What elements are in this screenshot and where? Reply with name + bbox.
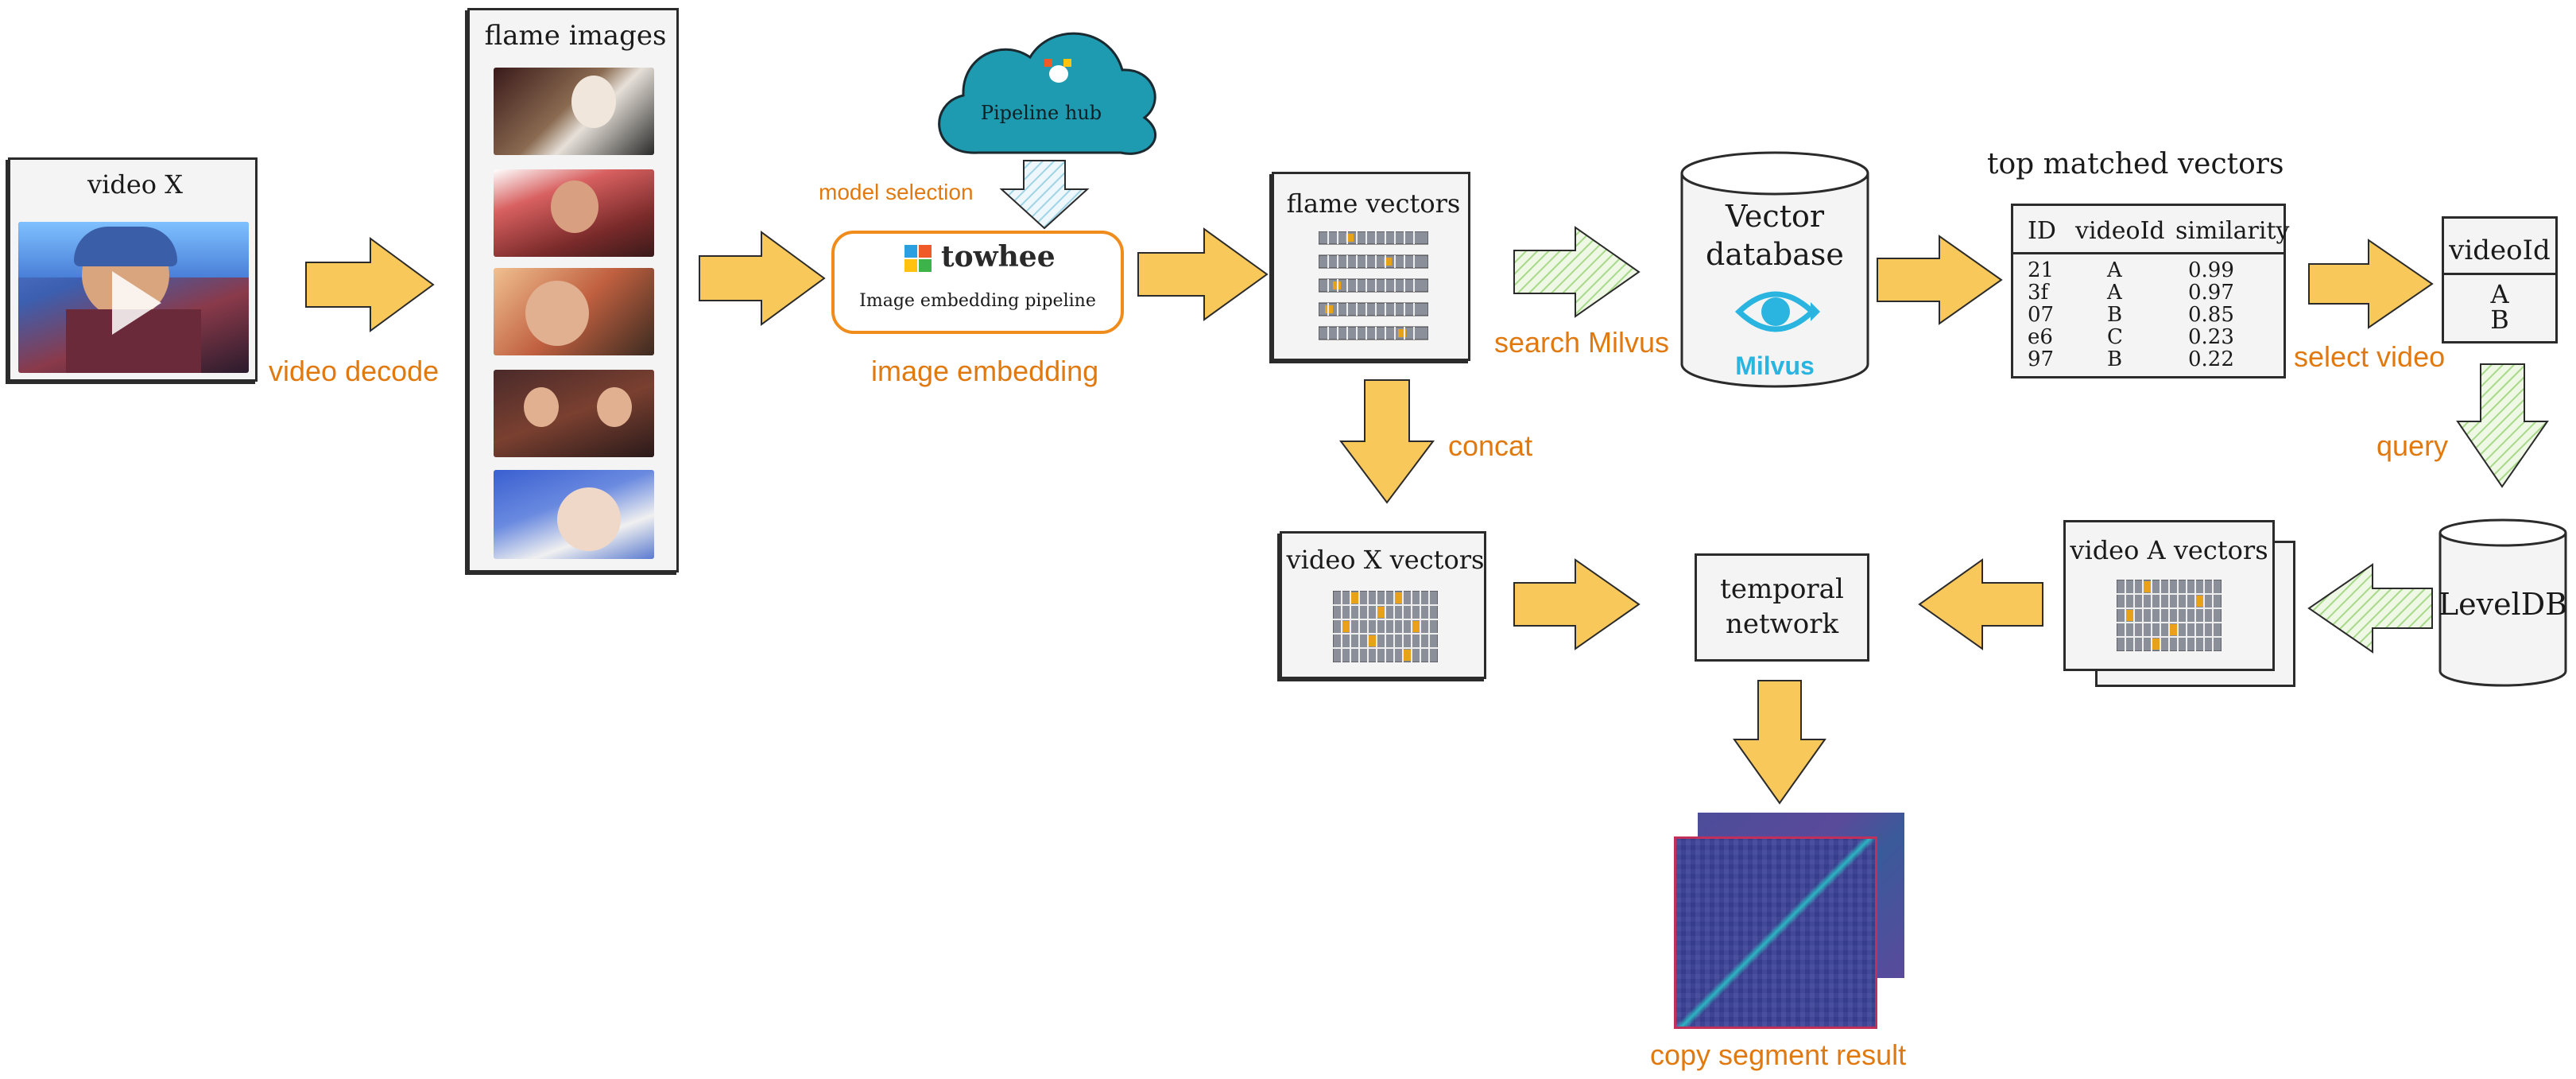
temporal-network-box: temporal network	[1695, 553, 1869, 662]
vector-database-cylinder	[1680, 151, 1869, 388]
video-a-vectors-panel: video A vectors	[2063, 520, 2275, 671]
video-x-title: video X	[87, 169, 183, 200]
arrow-video-to-frames	[305, 237, 435, 332]
table-row-similarity: 0.97	[2188, 281, 2234, 305]
table-row-videoid: A	[2107, 258, 2122, 282]
arrow-xvectors-to-temporal	[1513, 558, 1641, 650]
heatmap-front[interactable]	[1674, 836, 1877, 1029]
video-x-panel: video X	[8, 157, 258, 382]
col-header-videoid: videoId	[2075, 217, 2165, 245]
video-x-vectors-title: video X vectors	[1286, 545, 1485, 575]
table-row-id: 97	[2028, 347, 2055, 371]
arrow-search-milvus	[1513, 226, 1641, 318]
leveldb-cylinder	[2438, 518, 2567, 687]
arrow-table-to-videoid	[2308, 239, 2434, 329]
label-query: query	[2377, 429, 2449, 462]
leveldb-label: LevelDB	[2438, 587, 2568, 622]
label-concat: concat	[1448, 429, 1533, 462]
top-matched-title: top matched vectors	[1987, 148, 2284, 180]
flame-image-2	[494, 169, 654, 257]
vector-db-title-line1: Vector	[1725, 199, 1825, 234]
flame-images-title: flame images	[484, 20, 667, 52]
top-matched-table: ID videoId similarity 21 A 0.99 3f A 0.9…	[2011, 204, 2290, 378]
flame-images-panel: flame images	[467, 8, 679, 572]
pipeline-hub-cloud	[938, 32, 1156, 155]
videoid-value-a: A	[2490, 279, 2509, 309]
videoid-value-b: B	[2490, 305, 2509, 335]
col-header-id: ID	[2028, 217, 2056, 245]
table-row-id: 3f	[2028, 281, 2049, 305]
col-header-similarity: similarity	[2175, 217, 2290, 245]
flame-vectors-panel: flame vectors	[1272, 172, 1470, 361]
label-image-embedding: image embedding	[871, 355, 1099, 387]
label-select-video: select video	[2294, 340, 2446, 373]
milvus-eye-icon	[1734, 291, 1820, 332]
flame-image-5	[494, 470, 654, 559]
table-row-similarity: 0.23	[2188, 325, 2234, 349]
arrow-milvus-to-table	[1877, 235, 2003, 325]
arrow-temporal-down	[1733, 680, 1826, 805]
temporal-line2: network	[1725, 608, 1839, 640]
flame-image-1	[494, 68, 654, 155]
play-icon[interactable]	[112, 271, 161, 335]
arrow-avectors-to-temporal	[1918, 558, 2043, 650]
towhee-subtitle: Image embedding pipeline	[859, 291, 1096, 311]
video-a-vectors-title: video A vectors	[2070, 535, 2268, 565]
video-x-thumbnail[interactable]	[18, 222, 249, 373]
table-row-videoid: A	[2107, 281, 2122, 305]
table-row-videoid: B	[2107, 303, 2123, 327]
table-row-similarity: 0.85	[2188, 303, 2234, 327]
vector-db-title-line2: database	[1706, 237, 1844, 272]
table-row-videoid: B	[2107, 347, 2123, 371]
label-search-milvus: search Milvus	[1494, 326, 1670, 359]
flame-image-3	[494, 268, 654, 355]
towhee-pipeline-box[interactable]: towhee Image embedding pipeline	[831, 231, 1124, 334]
table-row-id: e6	[2028, 325, 2053, 349]
table-row-similarity: 0.99	[2188, 258, 2234, 282]
video-x-vectors-panel: video X vectors	[1280, 531, 1486, 679]
flame-vectors-title: flame vectors	[1286, 188, 1461, 219]
label-video-decode: video decode	[269, 355, 440, 387]
towhee-logo-icon	[905, 245, 933, 274]
arrow-frames-to-towhee	[699, 231, 826, 326]
towhee-name: towhee	[941, 240, 1056, 274]
pipeline-hub-logo-icon	[1044, 59, 1071, 86]
pipeline-hub-label[interactable]: Pipeline hub	[980, 102, 1102, 124]
temporal-line1: temporal	[1720, 573, 1844, 605]
label-copy-segment-result: copy segment result	[1650, 1038, 1907, 1071]
table-row-id: 07	[2028, 303, 2055, 327]
table-row-similarity: 0.22	[2188, 347, 2234, 371]
arrow-hub-down	[999, 160, 1090, 230]
arrow-concat-down	[1338, 379, 1435, 504]
video-a-vectors-grid	[2117, 580, 2222, 651]
table-row-videoid: C	[2107, 325, 2123, 349]
milvus-brand: Milvus	[1735, 351, 1815, 380]
table-row-id: 21	[2028, 258, 2055, 282]
arrow-towhee-to-vectors	[1137, 227, 1269, 321]
label-model-selection: model selection	[819, 180, 974, 204]
arrow-query-down	[2456, 363, 2549, 488]
videoid-title: videoId	[2449, 235, 2551, 266]
video-x-vectors-grid	[1333, 591, 1438, 662]
videoid-panel: videoId A B	[2442, 216, 2558, 343]
flame-image-4	[494, 370, 654, 457]
arrow-leveldb-to-avectors	[2307, 563, 2433, 654]
flame-vectors-grid	[1319, 231, 1428, 340]
